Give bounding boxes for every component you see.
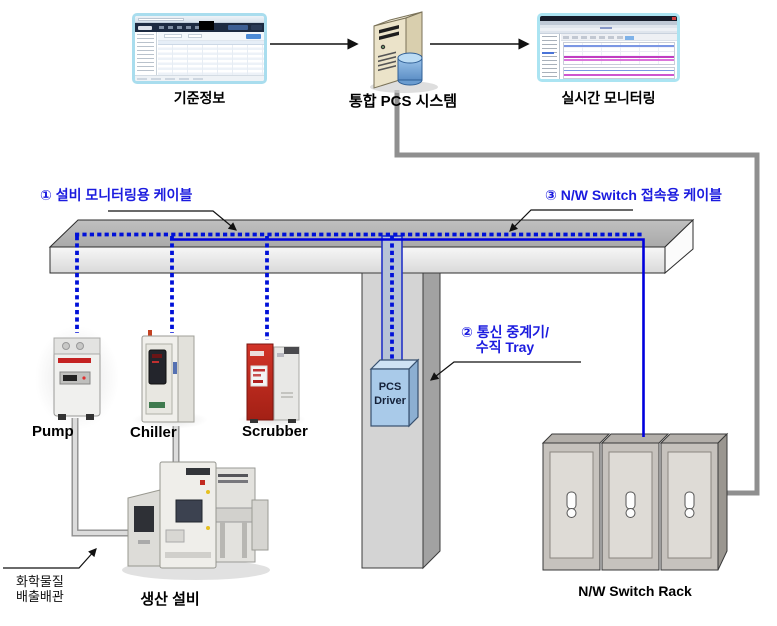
app-logo [138, 26, 152, 30]
nw-switch-cable-blue [170, 238, 645, 437]
left-tree-panel [540, 34, 560, 79]
trend-line-magenta [564, 56, 674, 58]
monitoring-body [540, 34, 677, 79]
chiller-equipment [132, 330, 208, 429]
left-tree-panel [135, 32, 157, 75]
search-toolbar [158, 32, 264, 41]
chart-toolbar [561, 34, 677, 41]
rack-cabinet [600, 433, 670, 571]
production-equipment [122, 461, 270, 580]
toolbar-buttons [563, 36, 623, 39]
chemical-pipe-note: 화학물질 배출배관 [16, 574, 64, 604]
leader-callout-1 [108, 210, 237, 231]
rack-label: N/W Switch Rack [578, 583, 692, 599]
database-cylinder-icon [397, 52, 423, 86]
top-data-grid [540, 21, 677, 34]
horizontal-cable-tray [48, 218, 695, 275]
pcs-driver-box [369, 358, 420, 428]
baseline-screenshot-thumbnail [132, 13, 267, 84]
equipment-monitoring-cables-dotted [75, 232, 643, 364]
chiller-label: Chiller [130, 424, 177, 441]
header-button [228, 25, 248, 30]
chart-panel [561, 34, 677, 79]
server-icon [370, 11, 438, 93]
nw-switch-rack [541, 432, 729, 571]
callout-leaders [3, 209, 633, 569]
pcs-driver-line2: Driver [374, 395, 406, 407]
tree-items [137, 34, 154, 73]
server-label: 통합 PCS 시스템 [348, 93, 458, 110]
leader-pipe-note [3, 548, 97, 569]
toolbar-active-button [625, 35, 634, 40]
callout-repeater-line1: ② 통신 중계기/ [461, 324, 549, 340]
monitoring-label: 실시간 모니터링 [561, 90, 656, 106]
grid-header [158, 41, 264, 45]
baseline-label: 기준정보 [173, 90, 226, 106]
production-label: 생산 설비 [140, 591, 200, 608]
address-bar [138, 18, 184, 21]
pcs-driver-label: PCS Driver [371, 380, 409, 408]
main-panel [158, 32, 264, 75]
search-field [188, 34, 202, 38]
tree-items [542, 36, 557, 77]
tree-selected-item [542, 52, 554, 54]
pcs-driver-line1: PCS [378, 381, 402, 393]
vertical-mini-tray [381, 235, 403, 367]
rack-cabinet [659, 432, 729, 571]
app-menu-items [159, 26, 199, 29]
grid-rows [158, 45, 264, 75]
grid-header [540, 21, 677, 25]
leader-callout-3 [509, 209, 633, 232]
chemical-pipe-note-line1: 화학물질 [16, 574, 64, 589]
trend-line-blue [564, 69, 674, 71]
callout-nw-switch-cable: ③ N/W Switch 접속용 케이블 [545, 187, 723, 203]
search-button [246, 34, 261, 39]
leader-callout-2 [430, 361, 581, 381]
header-button [251, 25, 262, 30]
dropdown-overlay [199, 21, 214, 30]
close-icon [672, 17, 676, 20]
callout-equipment-monitoring-cable: ① 설비 모니터링용 케이블 [40, 187, 193, 203]
pump-label: Pump [32, 423, 74, 440]
monitoring-screenshot-thumbnail [537, 13, 680, 82]
callout-repeater-line2: 수직 Tray [475, 339, 535, 355]
bottom-tabs [137, 78, 207, 80]
grid-cell-highlight [600, 27, 612, 29]
pump-equipment [35, 326, 119, 430]
trend-chart-main [563, 42, 675, 65]
rack-cabinet [541, 433, 611, 571]
server-to-rack-gray-cable [394, 90, 760, 496]
trend-line-blue [564, 45, 674, 47]
scrubber-label: Scrubber [242, 423, 308, 440]
search-field [164, 34, 182, 38]
scrubber-equipment [238, 343, 306, 428]
chemical-pipe-note-line2: 배출배관 [16, 589, 64, 604]
callout-repeater-vertical-tray: ② 통신 중계기/ 수직 Tray [450, 325, 560, 355]
status-bar [135, 75, 264, 81]
app-body [135, 32, 264, 75]
trend-line-magenta [564, 59, 674, 61]
grid-rows [540, 25, 677, 33]
window-title-bar [540, 16, 677, 21]
trend-line-magenta [564, 74, 674, 76]
trend-chart-secondary [563, 67, 675, 79]
x-axis-labels [563, 81, 675, 83]
